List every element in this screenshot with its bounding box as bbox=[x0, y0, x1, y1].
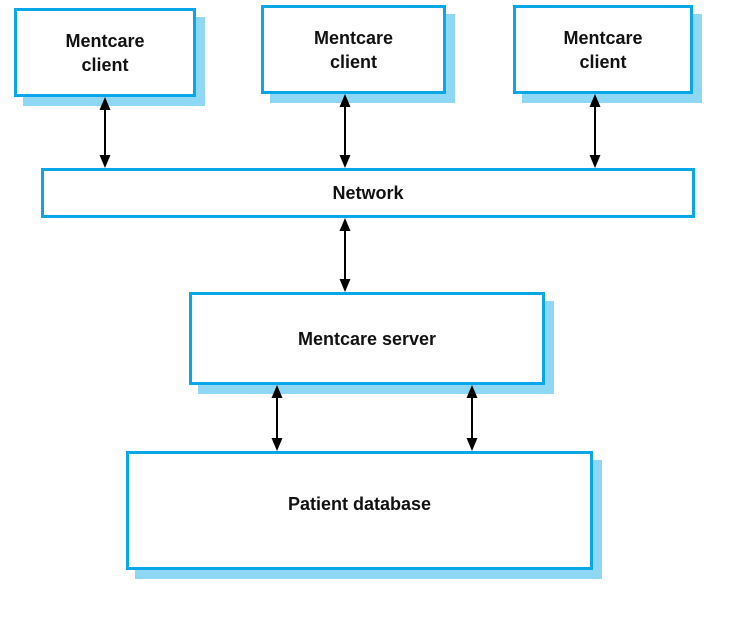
node-mentcare-server-label: Mentcare server bbox=[297, 328, 437, 349]
node-network-label: Network bbox=[332, 183, 404, 203]
edge-server-database-arrow-right bbox=[466, 385, 478, 451]
node-patient-database: Patient database bbox=[126, 451, 593, 570]
node-mentcare-client-2: Mentcare client bbox=[261, 5, 446, 94]
edge-server-database-arrow-left bbox=[271, 385, 283, 451]
node-mentcare-client-1-label: Mentcare client bbox=[65, 30, 145, 75]
edge-client1-network-arrow bbox=[99, 97, 111, 168]
node-mentcare-server: Mentcare server bbox=[189, 292, 545, 385]
edge-network-server-arrow bbox=[339, 218, 351, 292]
node-mentcare-client-3: Mentcare client bbox=[513, 5, 693, 94]
node-mentcare-client-2-label: Mentcare client bbox=[313, 27, 394, 72]
node-mentcare-client-3-label: Mentcare client bbox=[563, 27, 643, 72]
node-network: Network bbox=[41, 168, 695, 218]
node-patient-database-label: Patient database bbox=[287, 493, 432, 514]
node-mentcare-client-1: Mentcare client bbox=[14, 8, 196, 97]
edge-client3-network-arrow bbox=[589, 94, 601, 168]
edge-client2-network-arrow bbox=[339, 94, 351, 168]
